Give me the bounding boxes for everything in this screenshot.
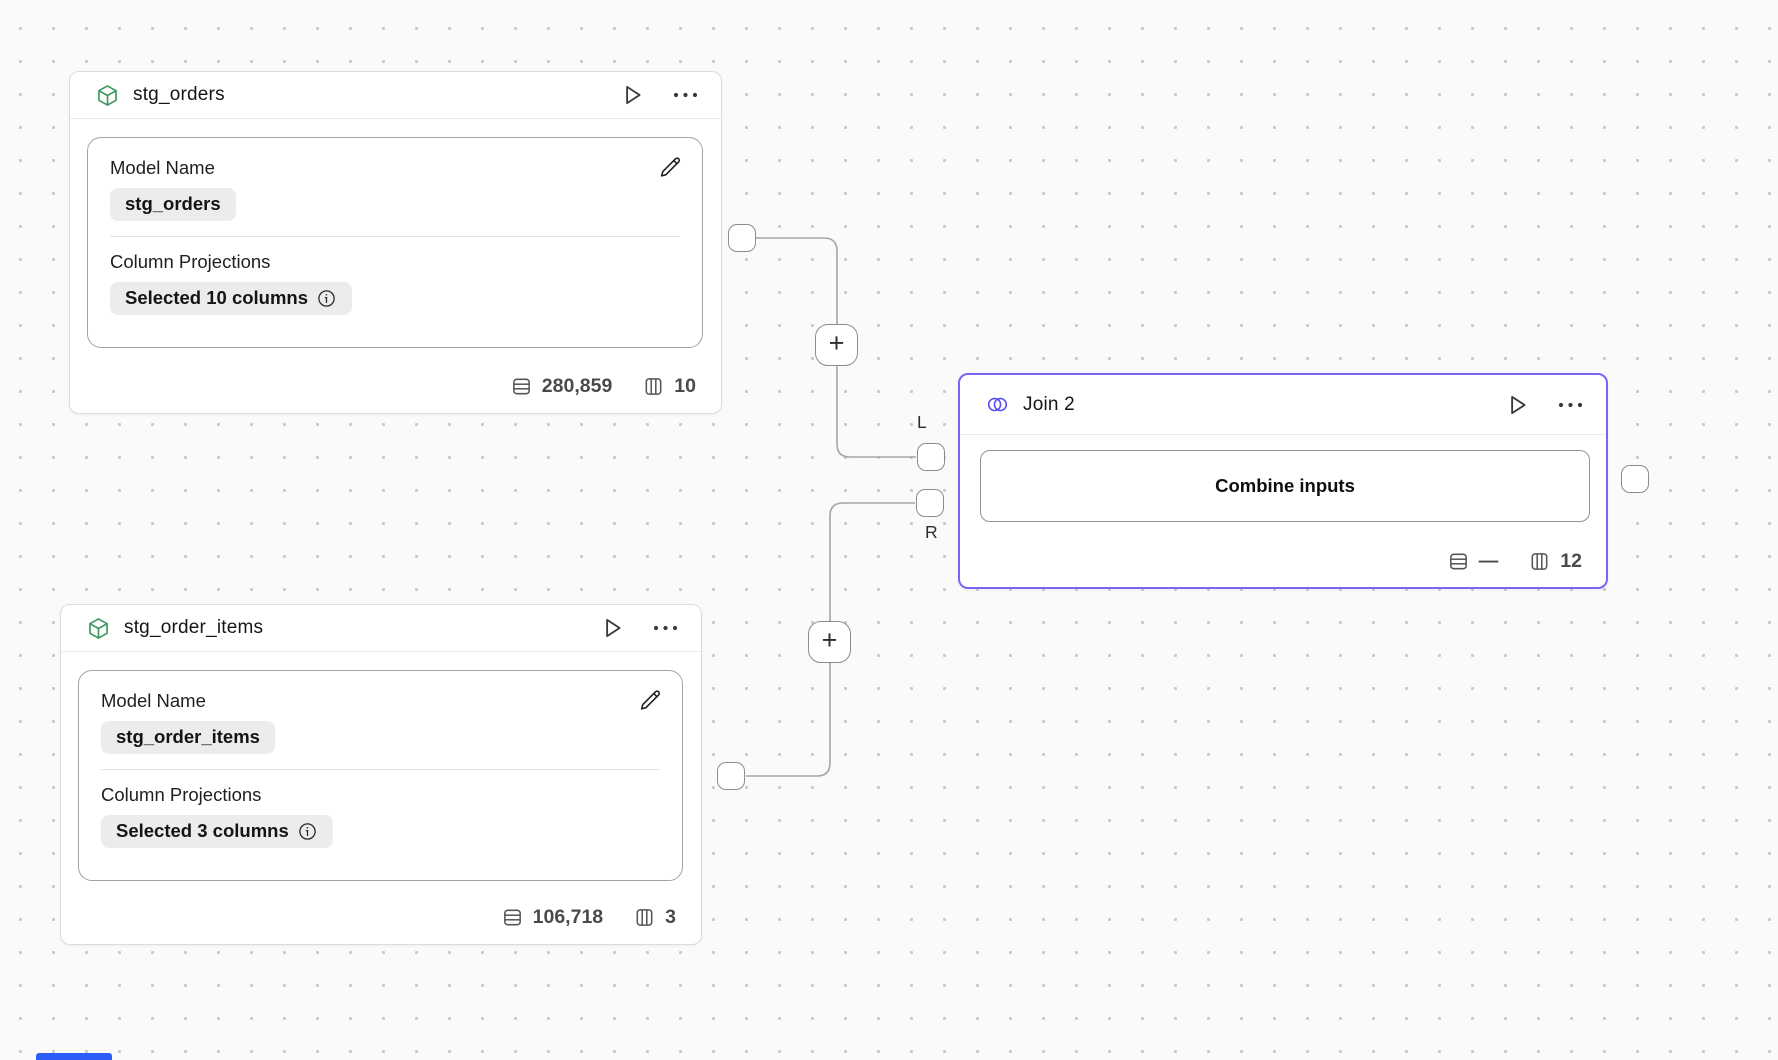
left-port-label: L bbox=[917, 412, 927, 432]
output-port-join[interactable] bbox=[1621, 465, 1649, 493]
column-projections-value: Selected 3 columns bbox=[116, 820, 289, 841]
model-name-value: stg_orders bbox=[125, 193, 221, 214]
model-name-chip: stg_orders bbox=[110, 188, 236, 221]
join-venn-icon bbox=[985, 392, 1010, 417]
row-count: — bbox=[1478, 550, 1499, 572]
ellipsis-icon bbox=[653, 625, 678, 631]
node-stg-order-items[interactable]: stg_order_items Model bbox=[60, 604, 702, 945]
column-projections-label: Column Projections bbox=[101, 784, 262, 805]
column-count: 10 bbox=[674, 375, 696, 397]
join-left-input-port[interactable] bbox=[917, 443, 945, 471]
row-count: 106,718 bbox=[532, 906, 604, 928]
node-config-card: Model Name stg_order_items Column Projec… bbox=[78, 670, 683, 881]
run-node-button[interactable] bbox=[619, 82, 645, 108]
node-stats: — 12 bbox=[1447, 550, 1582, 573]
run-node-button[interactable] bbox=[1504, 392, 1530, 418]
node-stg-orders-header: stg_orders bbox=[70, 72, 721, 119]
column-count-icon bbox=[1531, 553, 1548, 570]
ellipsis-icon bbox=[1558, 402, 1583, 407]
column-projections-value: Selected 10 columns bbox=[125, 287, 309, 308]
model-name-value: stg_order_items bbox=[116, 726, 260, 747]
play-icon bbox=[1511, 395, 1526, 414]
row-count: 280,859 bbox=[541, 375, 613, 397]
row-count-icon bbox=[503, 909, 521, 926]
column-projections-chip[interactable]: Selected 10 columns bbox=[110, 282, 353, 315]
run-node-button[interactable] bbox=[599, 615, 625, 641]
column-count: 3 bbox=[665, 906, 676, 928]
info-icon[interactable] bbox=[297, 821, 318, 842]
node-stg-orders[interactable]: stg_orders Model Name bbox=[69, 71, 722, 414]
node-join-2-header: Join 2 bbox=[960, 375, 1606, 435]
pencil-icon bbox=[660, 157, 680, 177]
play-icon bbox=[606, 618, 621, 638]
node-title: stg_order_items bbox=[124, 617, 264, 638]
model-name-label: Model Name bbox=[101, 690, 206, 711]
node-menu-button[interactable] bbox=[672, 90, 699, 100]
join-right-input-port[interactable] bbox=[916, 489, 944, 517]
output-port-stg-orders[interactable] bbox=[728, 224, 756, 252]
model-name-chip: stg_order_items bbox=[101, 721, 275, 754]
row-count-icon bbox=[512, 378, 530, 395]
ellipsis-icon bbox=[673, 92, 698, 98]
node-menu-button[interactable] bbox=[652, 623, 679, 633]
node-stats: 106,718 3 bbox=[501, 906, 676, 929]
model-cube-icon bbox=[86, 616, 111, 641]
bottom-edge-cutoff-element bbox=[36, 1053, 112, 1060]
right-port-label: R bbox=[925, 522, 938, 542]
column-count-icon bbox=[645, 378, 662, 395]
card-divider bbox=[101, 769, 660, 770]
column-count: 12 bbox=[1560, 550, 1582, 572]
combine-inputs-button[interactable]: Combine inputs bbox=[980, 450, 1590, 522]
column-projections-chip[interactable]: Selected 3 columns bbox=[101, 815, 333, 848]
card-divider bbox=[110, 236, 680, 237]
insert-node-on-edge-button[interactable]: + bbox=[808, 621, 851, 663]
info-icon[interactable] bbox=[316, 288, 337, 309]
node-title: Join 2 bbox=[1023, 393, 1075, 415]
model-cube-icon bbox=[95, 83, 120, 108]
output-port-stg-order-items[interactable] bbox=[717, 762, 745, 790]
model-name-label: Model Name bbox=[110, 157, 215, 178]
node-join-2[interactable]: Join 2 Combine inputs — bbox=[958, 373, 1608, 589]
node-menu-button[interactable] bbox=[1557, 400, 1584, 410]
column-count-icon bbox=[636, 909, 653, 926]
edit-model-name-button[interactable] bbox=[658, 155, 683, 180]
column-projections-label: Column Projections bbox=[110, 251, 271, 272]
edit-model-name-button[interactable] bbox=[638, 688, 663, 713]
node-config-card: Model Name stg_orders Column Projections… bbox=[87, 137, 703, 348]
insert-node-on-edge-button[interactable]: + bbox=[815, 324, 858, 366]
play-icon bbox=[626, 85, 641, 105]
node-stg-order-items-header: stg_order_items bbox=[61, 605, 701, 652]
node-stats: 280,859 10 bbox=[510, 375, 696, 398]
pencil-icon bbox=[640, 690, 660, 710]
row-count-icon bbox=[1449, 553, 1467, 570]
node-title: stg_orders bbox=[133, 84, 225, 105]
